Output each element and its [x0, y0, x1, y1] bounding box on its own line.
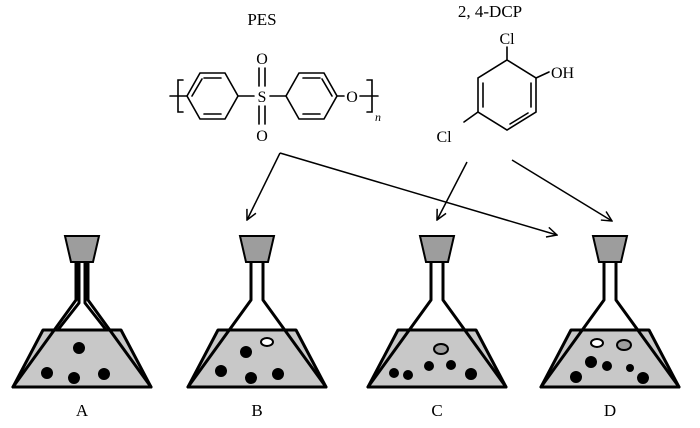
flask-a: A — [11, 235, 153, 420]
particle-dcp — [433, 343, 449, 355]
pes-right-bracket — [366, 79, 373, 113]
particle-dark — [465, 368, 477, 380]
particle-dark — [637, 372, 649, 384]
dcp-chlorine-top: Cl — [499, 31, 515, 48]
flask-outline — [186, 260, 328, 389]
dcp-structure: 2, 4-DCP Cl OH Cl — [436, 2, 574, 146]
flask-outline — [539, 260, 681, 389]
pes-structure: PES S O O O n — [169, 10, 381, 145]
particle-dark — [98, 368, 110, 380]
particle-dark — [626, 364, 634, 372]
pes-title: PES — [247, 10, 276, 29]
particle-pes — [260, 337, 274, 347]
particle-pes — [590, 338, 604, 348]
particle-dark — [41, 367, 53, 379]
arrow-pes-to-flask-d — [279, 152, 557, 235]
particle-dark — [245, 372, 257, 384]
dcp-bond-chlorine-bottom — [463, 111, 479, 123]
flask-stopper — [418, 235, 456, 263]
pes-oxygen-bottom: O — [256, 128, 268, 145]
arrows — [247, 152, 612, 235]
flask-outline — [366, 260, 508, 389]
pes-ether-oxygen: O — [346, 89, 358, 106]
particle-dark — [389, 368, 399, 378]
dcp-title: 2, 4-DCP — [458, 2, 522, 21]
pes-repeat-subscript: n — [375, 110, 381, 124]
particle-dark — [272, 368, 284, 380]
particle-dark — [570, 371, 582, 383]
dcp-hydroxyl: OH — [551, 65, 575, 82]
particle-dark — [240, 346, 252, 358]
particle-dark — [215, 365, 227, 377]
pes-right-benzene-ring — [285, 72, 338, 120]
particle-dcp — [616, 339, 632, 351]
arrow-pes-to-flask-b — [247, 152, 281, 220]
flask-stopper — [591, 235, 629, 263]
flask-b: B — [186, 235, 328, 420]
flask-label-a: A — [76, 401, 89, 420]
pes-sulfur-atom: S — [258, 89, 267, 106]
flask-label-b: B — [251, 401, 262, 420]
particle-dark — [424, 361, 434, 371]
dcp-benzene-ring — [477, 59, 537, 131]
flask-d: D — [539, 235, 681, 420]
flask-stopper — [238, 235, 276, 263]
dcp-chlorine-bottom: Cl — [436, 129, 452, 146]
particle-dark — [403, 370, 413, 380]
particle-dark — [602, 361, 612, 371]
particle-dark — [446, 360, 456, 370]
pes-oxygen-top: O — [256, 51, 268, 68]
dcp-bond-hydroxyl — [535, 71, 550, 79]
arrow-dcp-to-flask-d — [511, 159, 612, 221]
particle-dark — [73, 342, 85, 354]
flask-stopper — [63, 235, 101, 263]
arrow-dcp-to-flask-c — [437, 161, 468, 220]
particle-dark — [585, 356, 597, 368]
flask-c: C — [366, 235, 508, 420]
pes-left-benzene-ring — [186, 72, 239, 120]
flask-outline — [11, 260, 153, 389]
flask-label-c: C — [431, 401, 442, 420]
particle-dark — [68, 372, 80, 384]
flask-label-d: D — [604, 401, 616, 420]
